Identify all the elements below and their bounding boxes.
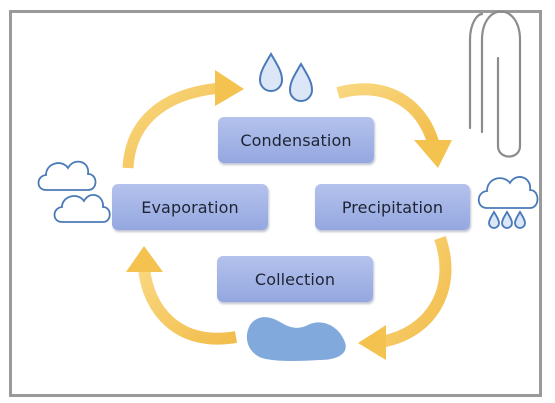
precipitation-label: Precipitation: [341, 197, 444, 217]
clouds-icon: [37, 160, 111, 223]
arrow-precipitation-to-collection: [358, 236, 452, 360]
arrow-condensation-to-precipitation: [336, 83, 452, 168]
rain-cloud-icon: [477, 176, 539, 229]
collection-box: Collection: [217, 256, 373, 302]
water-drops-icon: [258, 52, 314, 102]
condensation-label: Condensation: [240, 130, 352, 150]
arrow-collection-to-evaporation: [126, 246, 238, 345]
evaporation-label: Evaporation: [141, 197, 239, 217]
paperclip-icon: [468, 10, 522, 158]
precipitation-box: Precipitation: [315, 184, 470, 230]
condensation-box: Condensation: [218, 117, 374, 163]
evaporation-box: Evaporation: [112, 184, 268, 230]
water-puddle-icon: [246, 317, 346, 361]
arrow-evaporation-to-condensation: [122, 70, 244, 169]
collection-label: Collection: [254, 269, 336, 289]
